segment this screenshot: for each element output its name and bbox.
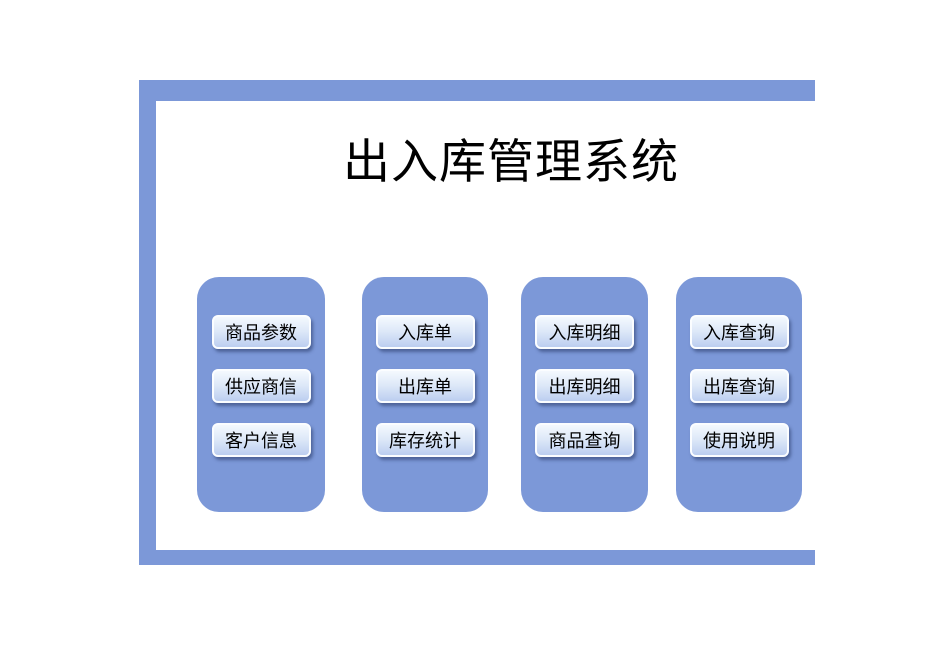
page-title: 出入库管理系统 [343, 135, 679, 188]
button-product-query[interactable]: 商品查询 [535, 423, 634, 457]
button-usage-instructions[interactable]: 使用说明 [689, 423, 789, 457]
button-inbound-order[interactable]: 入库单 [375, 315, 475, 349]
panel-base-data: 商品参数 供应商信 客户信息 [197, 277, 325, 512]
button-outbound-detail[interactable]: 出库明细 [535, 369, 634, 403]
button-inbound-query[interactable]: 入库查询 [689, 315, 789, 349]
panel-orders: 入库单 出库单 库存统计 [362, 277, 488, 512]
frame-left-bar [139, 80, 156, 565]
frame-bottom-bar [139, 550, 815, 565]
panel-details: 入库明细 出库明细 商品查询 [521, 277, 648, 512]
button-customer-info[interactable]: 客户信息 [211, 423, 311, 457]
button-outbound-query[interactable]: 出库查询 [689, 369, 789, 403]
button-inbound-detail[interactable]: 入库明细 [535, 315, 634, 349]
button-outbound-order[interactable]: 出库单 [375, 369, 475, 403]
button-supplier-info[interactable]: 供应商信 [211, 369, 311, 403]
button-inventory-stats[interactable]: 库存统计 [375, 423, 475, 457]
panel-queries: 入库查询 出库查询 使用说明 [676, 277, 802, 512]
frame-top-bar [139, 80, 815, 101]
button-product-params[interactable]: 商品参数 [211, 315, 311, 349]
